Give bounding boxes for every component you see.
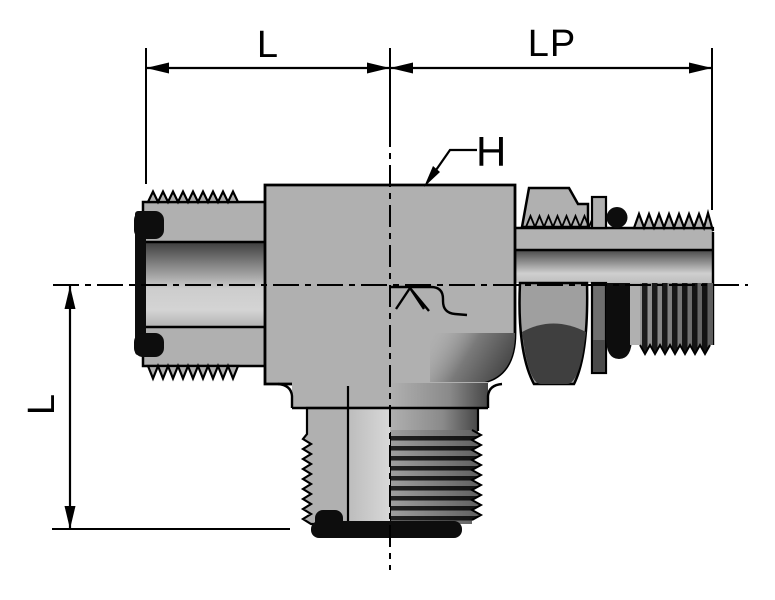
section-break-step	[389, 285, 468, 317]
leader-line	[426, 148, 477, 184]
branch-port	[292, 386, 488, 538]
right-thread-crest-outline	[639, 342, 711, 357]
right-port-wall	[515, 228, 713, 251]
dim-label-L-top: L	[257, 24, 279, 66]
dimension-L-top: L	[145, 24, 391, 184]
right-port-hardware	[518, 186, 715, 386]
dimension-LP-top: LP	[390, 23, 713, 210]
tube-seal-bottom-oring	[134, 333, 164, 357]
branch-shank	[390, 408, 478, 432]
port-oring-bottom	[606, 283, 632, 359]
branch-bore	[349, 408, 390, 523]
arrowhead-icon	[146, 62, 169, 74]
arrowhead-icon	[689, 62, 712, 74]
arrowhead-icon	[64, 286, 76, 309]
branch-thread-crest-outline	[469, 429, 484, 521]
collar-right-fillet	[486, 382, 503, 408]
callout-label-H: H	[476, 128, 506, 175]
arrowhead-icon	[64, 506, 76, 529]
section-break-mark	[395, 285, 430, 312]
dim-label-L-left: L	[21, 393, 63, 415]
branch-external-threads	[391, 430, 481, 524]
dim-label-LP: LP	[528, 23, 576, 65]
branch-oring	[315, 510, 343, 535]
collar-left-fillet	[277, 382, 294, 408]
tube-seal-top-oring	[134, 211, 164, 239]
callout-H: H	[424, 128, 506, 187]
tube-seal-bar	[135, 211, 146, 355]
section-break-symbol	[389, 285, 468, 317]
right-port-section	[515, 226, 713, 283]
body-corner-shading	[430, 333, 515, 384]
arrowhead-icon	[390, 62, 413, 74]
washer-top	[590, 195, 608, 230]
left-bore-lines	[145, 240, 265, 329]
branch-collar-shading	[391, 383, 488, 408]
locknut-bottom-facet	[522, 323, 586, 384]
branch-bottom-seal	[311, 521, 462, 538]
locknut-thread-profile	[525, 213, 598, 230]
leader-arrowhead-icon	[424, 166, 440, 187]
arrowhead-icon	[367, 62, 390, 74]
dimension-L-left: L	[21, 286, 290, 530]
right-male-thread-profile	[632, 208, 715, 232]
port-oring-top	[606, 207, 628, 228]
left-nut-bottom-threads	[146, 363, 240, 382]
right-port-bore	[515, 251, 712, 283]
washer-bottom-shade	[593, 340, 605, 372]
right-shank-strip	[630, 283, 640, 345]
left-nut-top-threads	[146, 188, 240, 205]
right-external-threads	[640, 283, 713, 354]
